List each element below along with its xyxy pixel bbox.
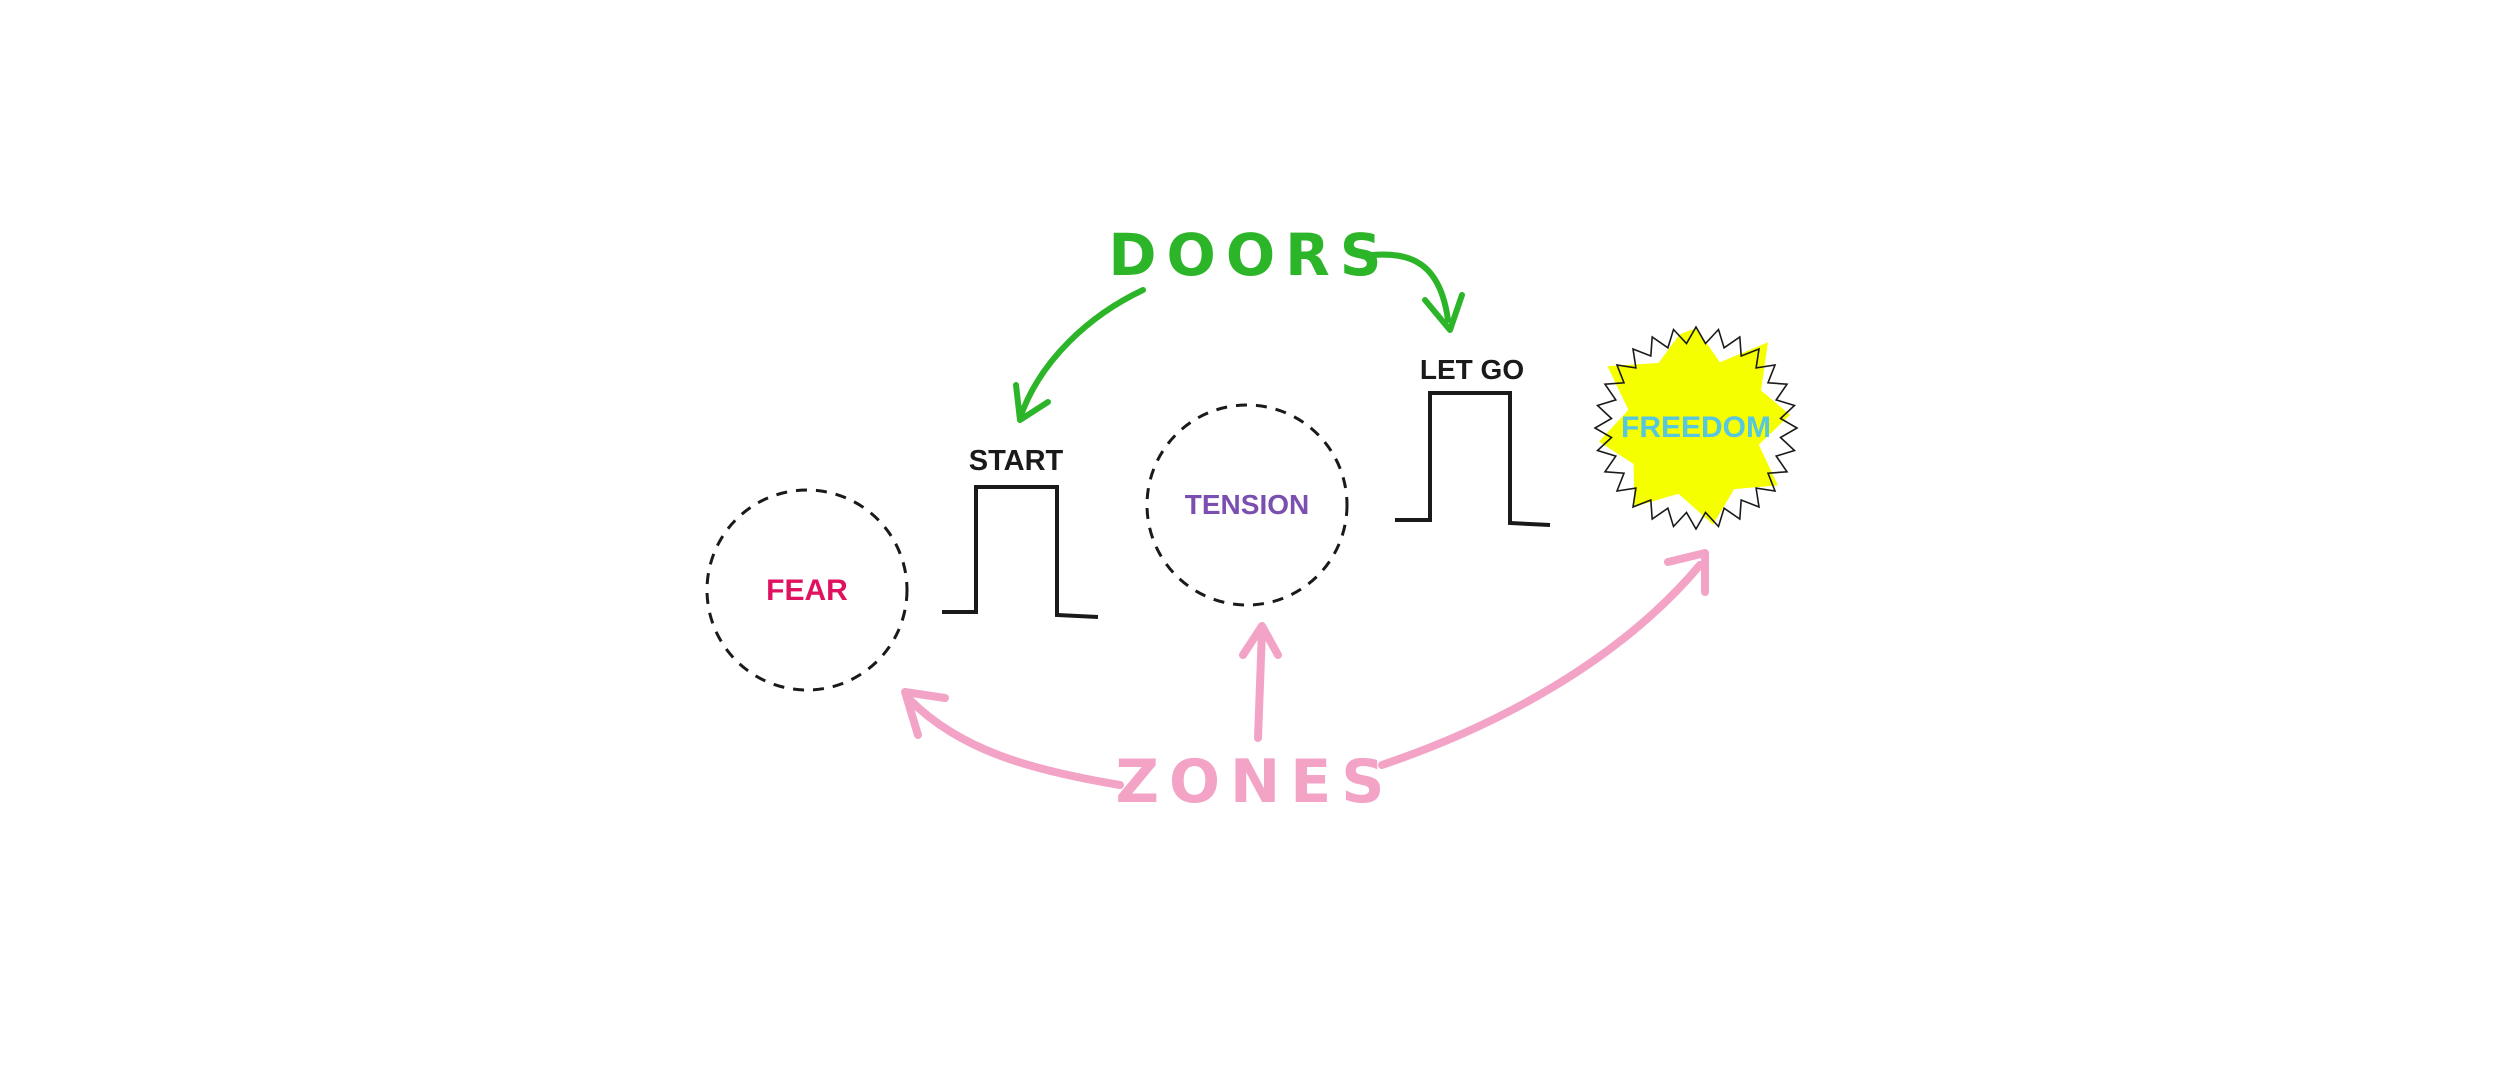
fear-label: FEAR [766,574,848,607]
zones-arrow-to-tension-head [1239,622,1282,659]
fear-dashed-circle [705,488,909,692]
freedom-label: FREEDOM [1621,411,1771,444]
door-let-go: LET GO [1395,354,1551,527]
zones-heading: ZONES [1116,747,1395,817]
doors-arrow-to-start-head [1013,382,1051,423]
zone-tension: TENSION [1145,403,1349,607]
zones-arrow-to-freedom-head [1664,549,1709,596]
start-label: START [969,445,1064,477]
tension-label: TENSION [1185,489,1309,520]
tension-dashed-circle [1145,403,1349,607]
doors-arrow-to-let-go [1369,251,1451,323]
doors-arrow-to-start [1017,287,1146,421]
doors-heading: DOORS [1108,221,1391,289]
start-door-shape [942,485,1099,619]
doors-group: DOORS [1013,221,1465,423]
let-go-label: LET GO [1420,354,1524,385]
zones-arrow-to-tension [1254,626,1266,742]
doors-arrow-to-let-go-head [1422,292,1465,333]
zones-group: ZONES [901,549,1709,817]
let-go-door-shape [1395,391,1551,527]
zones-arrow-to-fear [906,696,1124,789]
zones-arrow-to-freedom [1378,561,1704,769]
door-start: START [942,445,1099,619]
zones-arrow-to-fear-head [901,688,949,739]
freedom-starburst-outline [1593,325,1799,531]
zone-fear: FEAR [705,488,909,692]
zone-freedom: FREEDOM [1593,325,1799,531]
freedom-yellow-splash [1599,328,1791,525]
